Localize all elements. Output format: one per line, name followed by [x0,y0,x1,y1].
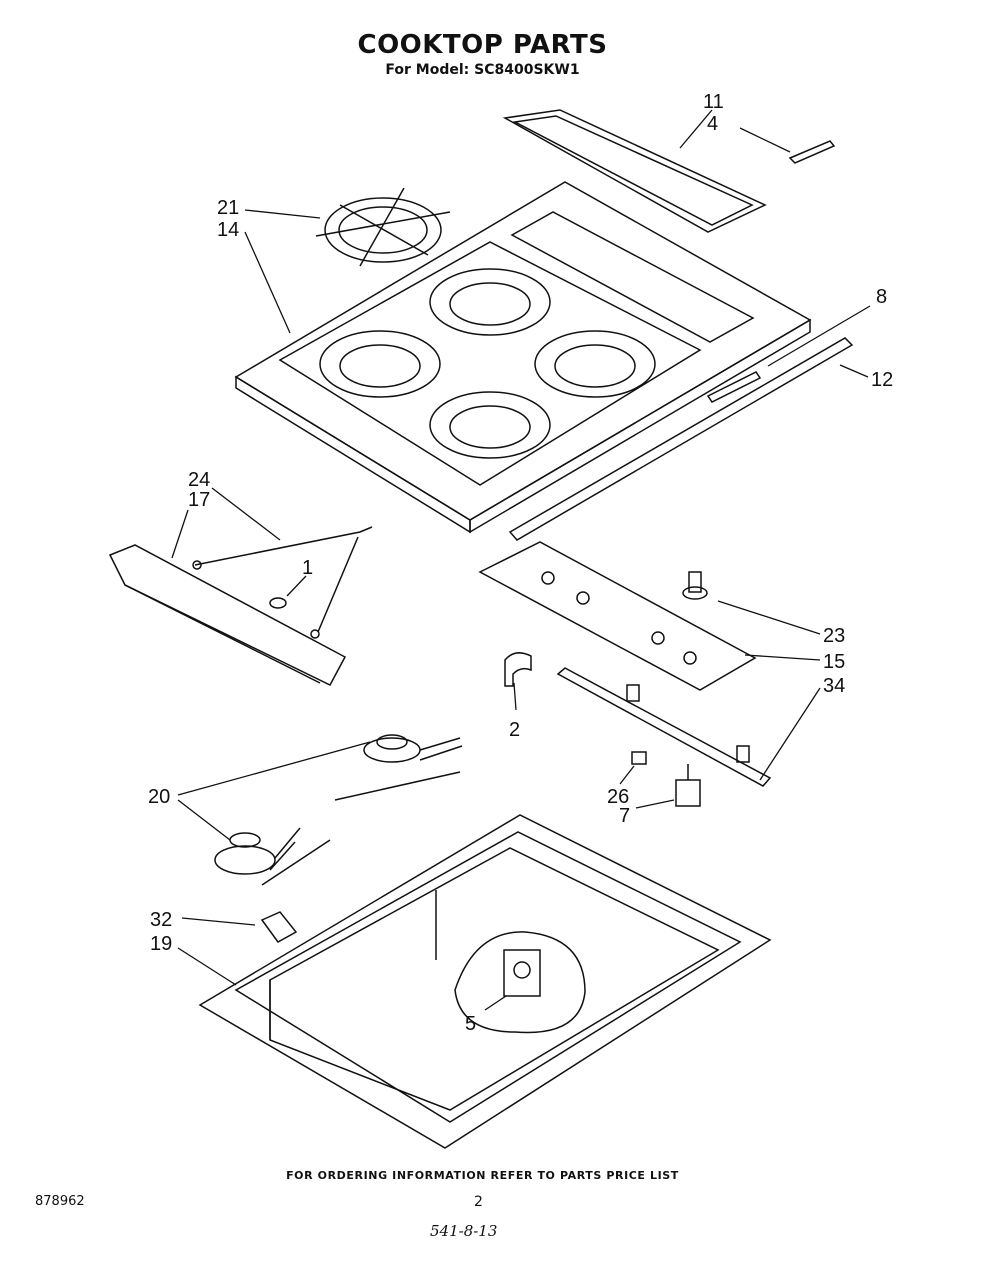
page-number: 2 [474,1194,483,1210]
part-20-burners [214,734,463,886]
part-21-burner-grate [315,187,451,267]
part-19-burner-box [198,814,772,1149]
part-7-valve [675,764,701,807]
handwritten-code: 541-8-13 [430,1222,498,1240]
document-number: 878962 [35,1194,85,1209]
callout-17: 17 [188,489,210,511]
callout-8: 8 [876,286,887,308]
callout-26: 26 [607,786,629,808]
part-23-valve-knob [682,571,708,600]
callout-12: 12 [871,369,893,391]
page-title: COOKTOP PARTS [357,30,608,60]
part-24-tube [192,526,373,639]
callout-1: 1 [302,557,313,579]
callout-2: 2 [509,719,520,741]
ordering-note: FOR ORDERING INFORMATION REFER TO PARTS … [286,1169,679,1182]
callout-20: 20 [148,786,170,808]
part-17-burner-shield [108,544,347,686]
part-2-elbow [504,652,532,687]
part-32-bracket [260,911,298,943]
callout-11: 11 [703,91,724,113]
callout-21: 21 [217,197,239,219]
callout-15: 15 [823,651,845,673]
callout-7: 7 [619,805,630,827]
part-34-manifold-pipe [556,667,772,787]
leader-lines [171,109,871,1011]
callout-5: 5 [465,1013,476,1035]
model-subtitle: For Model: SC8400SKW1 [385,62,580,78]
callout-14: 14 [217,219,239,241]
callout-32: 32 [150,909,172,931]
part-26-orifice [631,751,647,765]
part-14-cooktop [234,181,812,534]
callout-24: 24 [188,469,210,491]
part-4-strip [788,140,836,164]
callout-23: 23 [823,625,845,647]
callout-4: 4 [707,113,718,135]
part-12-long-trim [508,337,854,541]
part-1-knob [269,597,287,609]
part-8-trim-piece [706,371,762,403]
part-15-manifold-panel [478,541,757,691]
part-11-panel-trim [502,109,767,233]
callout-34: 34 [823,675,845,697]
callout-19: 19 [150,933,172,955]
